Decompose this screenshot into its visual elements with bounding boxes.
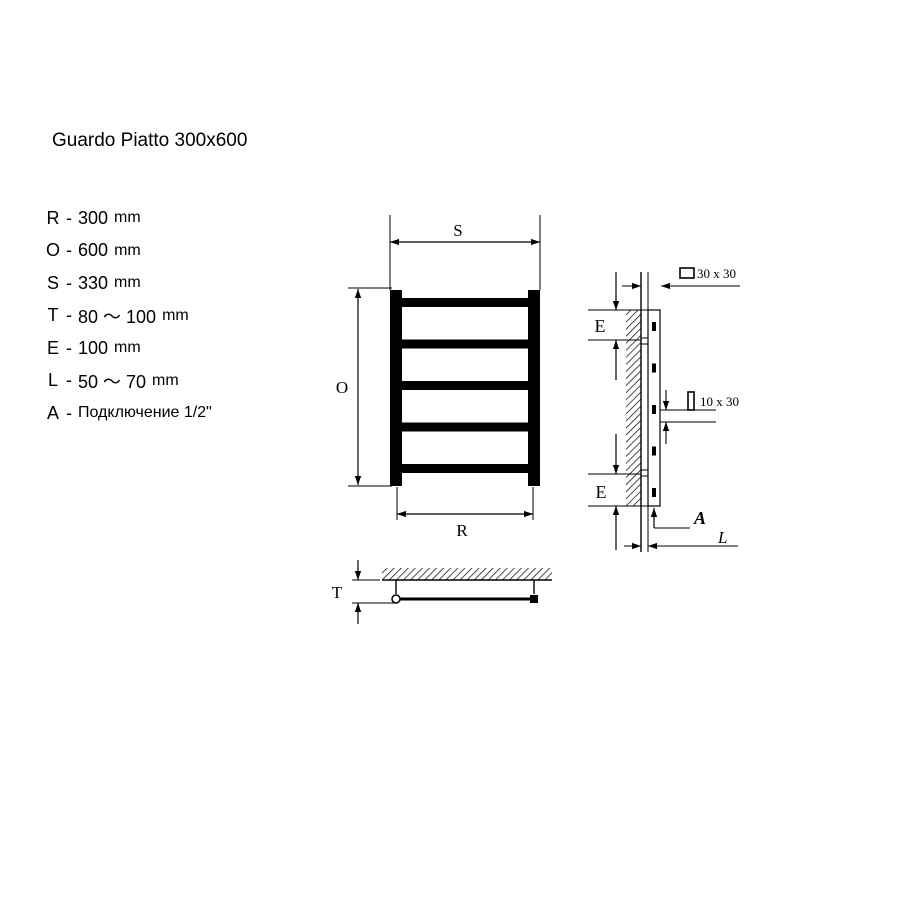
profile-10-label: 10 x 30 bbox=[700, 394, 739, 409]
spec-key: L bbox=[47, 370, 58, 391]
label-t: T bbox=[332, 583, 343, 602]
label-e-bottom: E bbox=[596, 482, 607, 502]
spec-key: O bbox=[46, 240, 61, 261]
side-rung bbox=[652, 405, 656, 414]
spec-separator: - bbox=[66, 305, 72, 326]
side-view-rungs bbox=[652, 322, 656, 497]
spec-unit: mm bbox=[114, 209, 141, 227]
spec-item-a: A-Подключение 1/2" bbox=[46, 397, 212, 430]
spec-item-t: T-80 ～ 100 mm bbox=[46, 300, 212, 333]
label-o: O bbox=[336, 378, 348, 397]
spec-unit: mm bbox=[152, 371, 179, 389]
spec-item-o: O-600 mm bbox=[46, 235, 212, 268]
top-view-connection-left bbox=[391, 594, 401, 604]
spec-item-l: L-50 ～ 70 mm bbox=[46, 365, 212, 398]
profile-10-icon bbox=[687, 391, 695, 411]
spec-separator: - bbox=[66, 370, 72, 391]
spec-value: 100 bbox=[78, 337, 109, 358]
spec-item-r: R-300 mm bbox=[46, 202, 212, 235]
spec-value: 300 bbox=[78, 207, 109, 228]
spec-value: 50 ～ 70 bbox=[78, 371, 147, 392]
side-view-bracket-bottom bbox=[640, 469, 649, 477]
side-view-bracket-top bbox=[640, 337, 649, 345]
label-l: L bbox=[717, 528, 727, 547]
front-view: S O R bbox=[336, 215, 541, 540]
rung bbox=[402, 298, 528, 307]
page-title: Guardo Piatto 300x600 bbox=[52, 130, 248, 151]
rung bbox=[402, 339, 528, 349]
right-rail bbox=[528, 290, 540, 486]
spec-separator: - bbox=[66, 402, 72, 423]
side-view-radiator bbox=[647, 309, 661, 507]
spec-separator: - bbox=[66, 240, 73, 261]
rung bbox=[402, 464, 528, 473]
spec-key: E bbox=[46, 337, 59, 358]
spec-key: A bbox=[46, 402, 59, 423]
top-view-connection-right bbox=[530, 595, 538, 603]
rung bbox=[402, 422, 528, 432]
spec-key: S bbox=[46, 272, 59, 293]
spec-item-s: S-330 mm bbox=[46, 267, 212, 300]
spec-unit: mm bbox=[114, 339, 141, 357]
spec-key: R bbox=[46, 207, 60, 228]
top-view: T bbox=[332, 560, 552, 624]
spec-value: Подключение 1/2" bbox=[78, 404, 212, 422]
spec-separator: - bbox=[66, 272, 72, 293]
label-e-top: E bbox=[595, 316, 606, 336]
label-r: R bbox=[456, 521, 468, 540]
label-a: A bbox=[693, 508, 706, 528]
side-rung bbox=[652, 363, 656, 373]
left-rail bbox=[390, 290, 402, 486]
spec-separator: - bbox=[66, 337, 72, 358]
spec-value: 600 bbox=[78, 240, 109, 261]
spec-value: 80 ～ 100 bbox=[78, 306, 157, 327]
spec-separator: - bbox=[66, 207, 72, 228]
profile-30-icon bbox=[679, 267, 695, 279]
label-s: S bbox=[453, 221, 462, 240]
side-rung bbox=[652, 322, 656, 331]
spec-item-e: E-100 mm bbox=[46, 332, 212, 365]
side-rung bbox=[652, 446, 656, 456]
spec-key: T bbox=[47, 305, 59, 326]
rung bbox=[402, 381, 528, 390]
spec-unit: mm bbox=[114, 274, 141, 292]
side-view: E E 30 x 30 10 x 30 A L bbox=[588, 266, 740, 552]
side-rung bbox=[652, 488, 656, 497]
profile-30-label: 30 x 30 bbox=[697, 266, 736, 281]
spec-unit: mm bbox=[114, 241, 141, 259]
spec-unit: mm bbox=[162, 306, 189, 324]
side-view-wall-hatch bbox=[626, 310, 641, 506]
top-view-wall-hatch bbox=[382, 568, 552, 580]
rungs bbox=[402, 298, 528, 473]
spec-value: 330 bbox=[78, 272, 109, 293]
